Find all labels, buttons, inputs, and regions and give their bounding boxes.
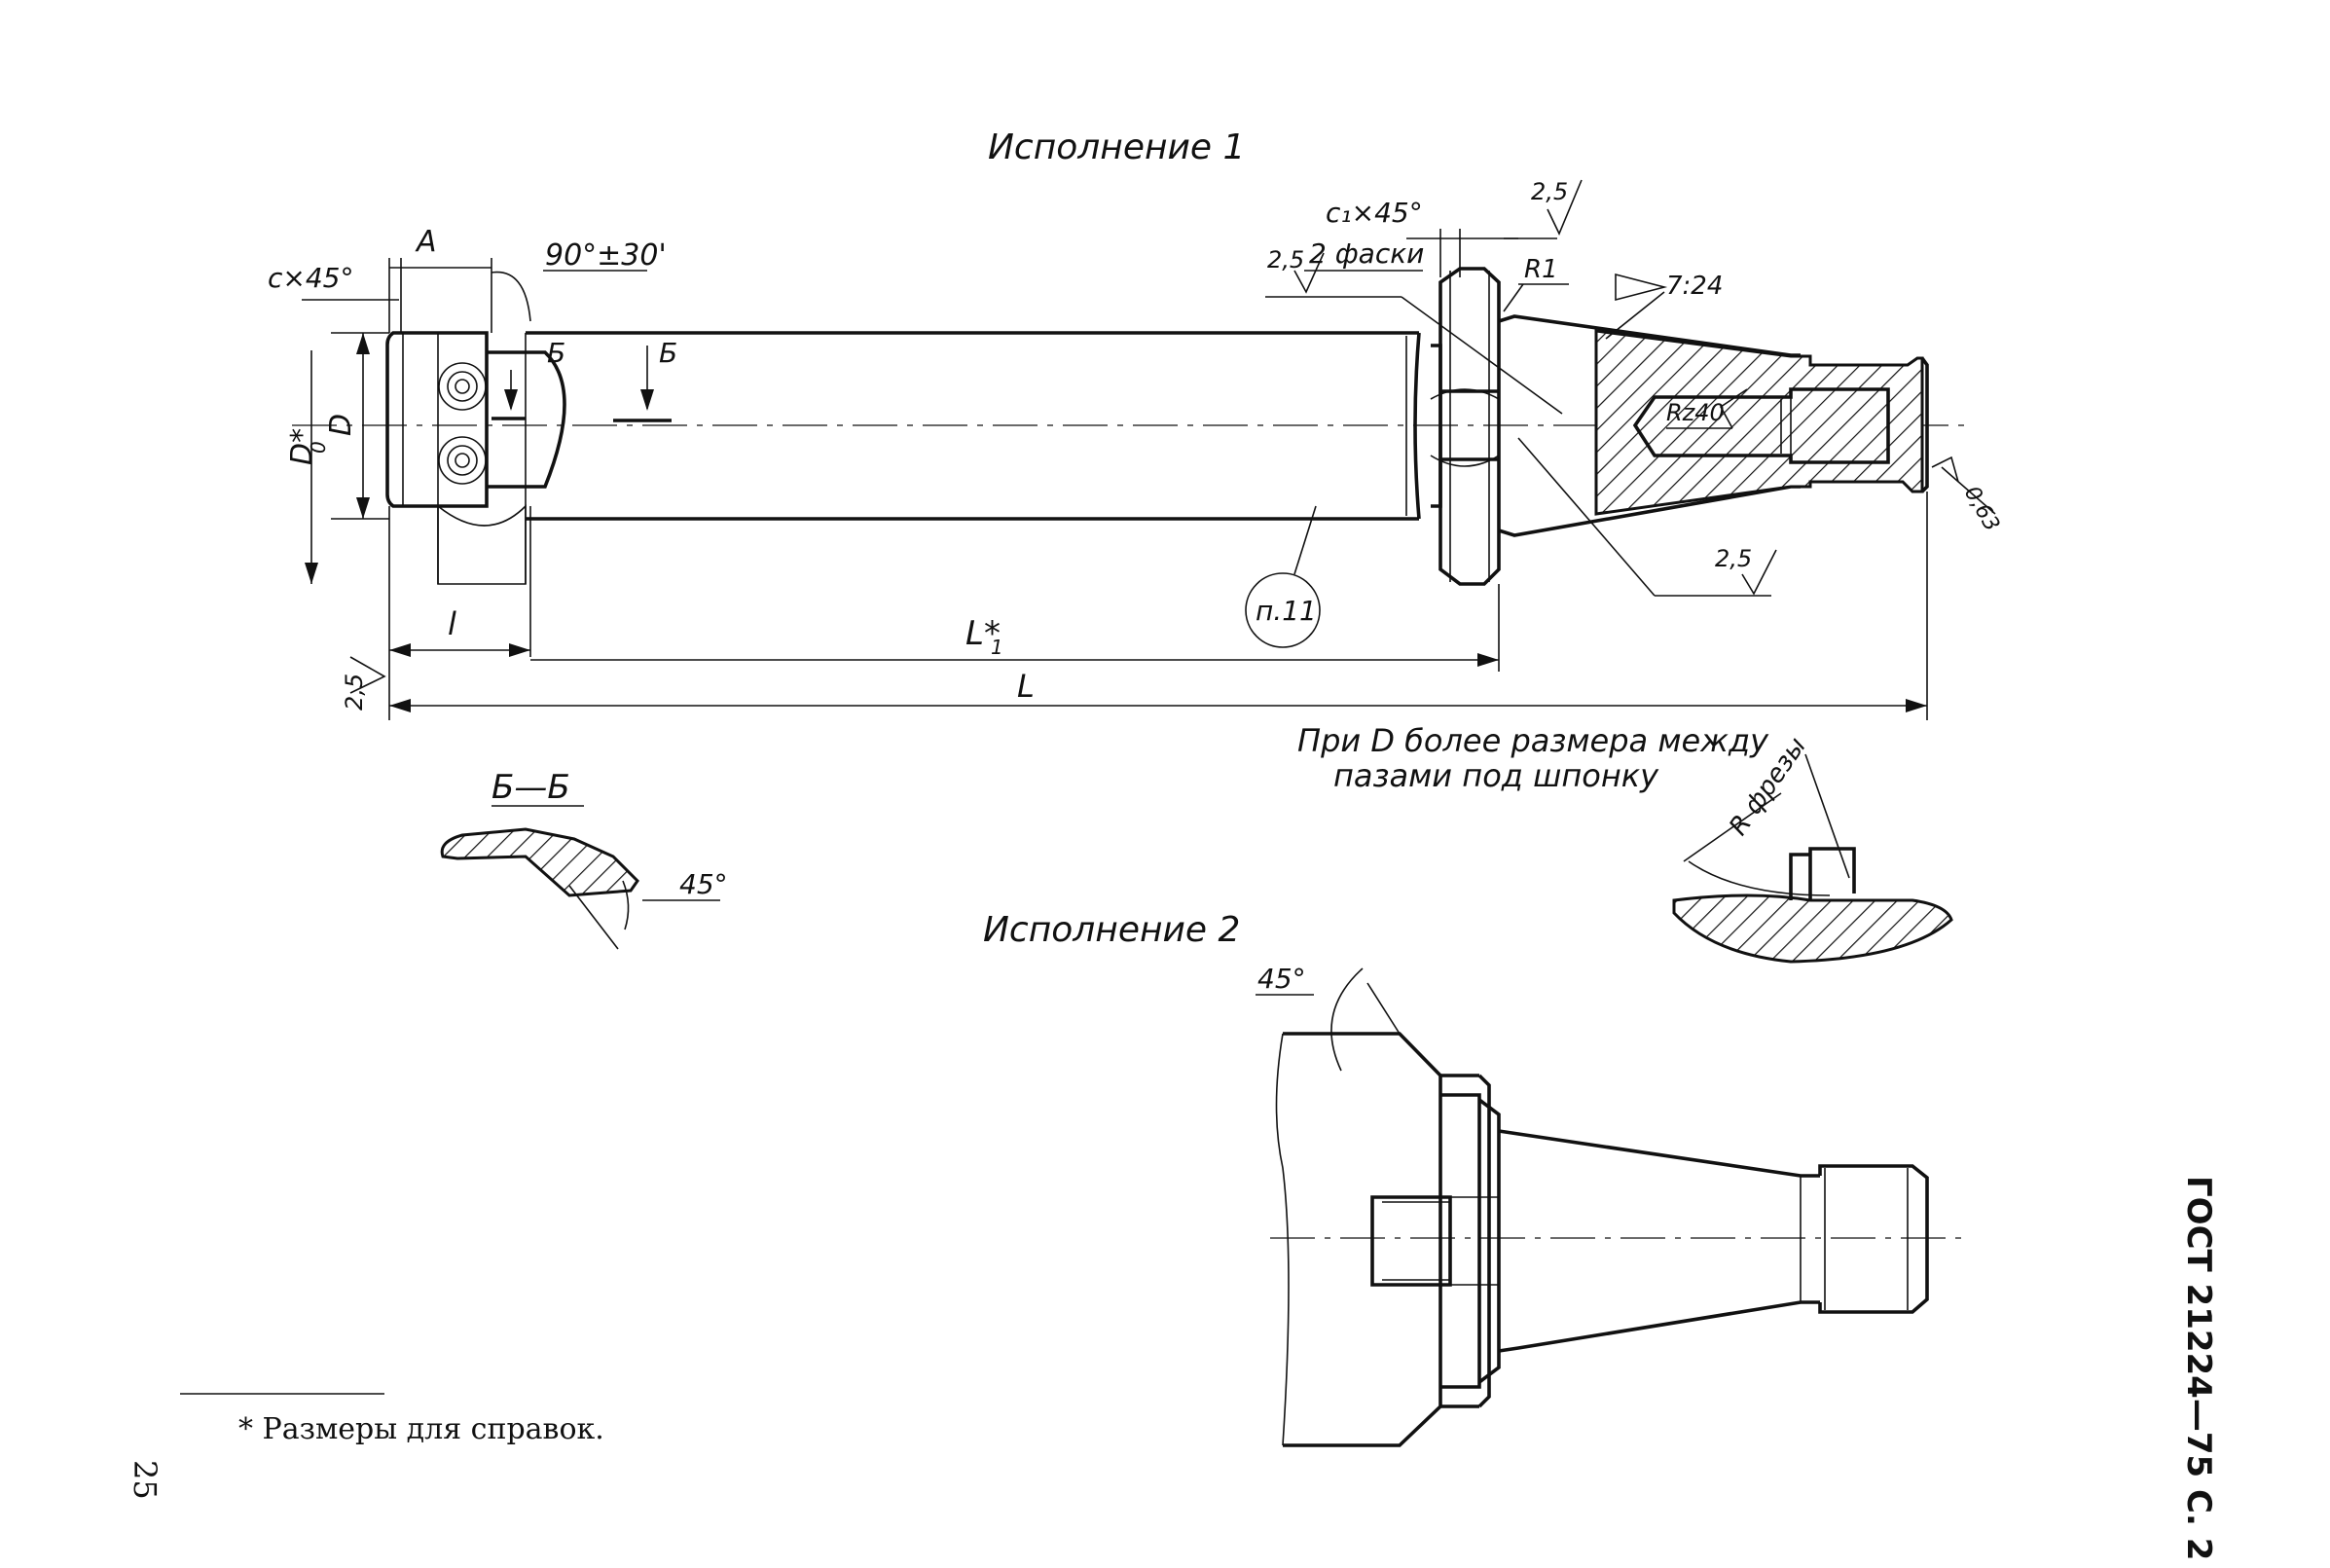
variant1-arbor <box>292 267 1966 586</box>
dim-chamfer-c1: c₁×45° <box>1326 197 1423 229</box>
note-line1: При D более размера между <box>1297 722 1769 759</box>
variant2-taper-top <box>1498 1129 1820 1178</box>
cutter-seat <box>487 350 566 489</box>
roughness-top: 2,5 <box>1531 178 1568 205</box>
roughness-rz40: Rz40 <box>1666 399 1725 426</box>
dim-L1: L* <box>965 614 1001 653</box>
dim-L: L <box>1017 668 1035 705</box>
variant2-pilot <box>1818 1164 1929 1314</box>
footnote: * Размеры для справок. <box>238 1412 604 1446</box>
dim-taper: 7:24 <box>1666 272 1723 301</box>
section-BB: Б—Б 45° <box>440 768 728 950</box>
dim-A: A <box>415 225 437 259</box>
variant2-key <box>1370 1195 1452 1287</box>
keyway-profile <box>1672 893 1953 964</box>
dim-chamfer-count: 2 фаски <box>1309 237 1424 270</box>
variant2-angle: 45° <box>1257 963 1306 995</box>
keyway-detail: R фрезы <box>1672 732 1953 964</box>
section-profile <box>440 827 639 897</box>
dim-D0-sub: 0 <box>307 441 330 454</box>
section-mark-right: Б <box>659 337 677 369</box>
flange <box>1438 267 1501 586</box>
variant2-body <box>1283 1032 1442 1447</box>
section-mark-left: Б <box>547 337 565 369</box>
roughness-flange: 2,5 <box>1267 246 1304 273</box>
variant2-title: Исполнение 2 <box>983 910 1240 950</box>
section-angle: 45° <box>679 868 728 900</box>
dim-D0: D* <box>285 428 319 465</box>
note-ref: п.11 <box>1256 595 1317 627</box>
note-line2: пазами под шпонку <box>1333 757 1659 794</box>
taper-section <box>1594 329 1924 516</box>
variant2-taper-bottom <box>1498 1300 1820 1353</box>
set-screw-upper <box>438 362 487 411</box>
arbor-head <box>385 331 489 508</box>
variant1-title: Исполнение 1 <box>988 128 1245 167</box>
set-screw-lower <box>438 436 487 485</box>
taper-symbol <box>1615 273 1668 302</box>
dim-L1-sub: 1 <box>991 636 1003 659</box>
roughness-063: 0,63 <box>1959 483 2004 536</box>
dim-R1: R1 <box>1524 255 1558 284</box>
dim-angle-90: 90°±30' <box>545 238 667 273</box>
dim-l: l <box>448 605 456 642</box>
section-title: Б—Б <box>491 768 570 807</box>
roughness-bottom: 2,5 <box>1715 545 1752 572</box>
dim-D: D <box>324 414 358 436</box>
gost-header: ГОСТ 21224—75 С. 2 <box>2179 1176 2218 1560</box>
variant2-arbor: 45° <box>1256 963 1961 1447</box>
page-number: 25 <box>127 1460 164 1500</box>
dim-chamfer-c: c×45° <box>268 262 353 294</box>
note-ref-circle <box>1245 572 1321 648</box>
